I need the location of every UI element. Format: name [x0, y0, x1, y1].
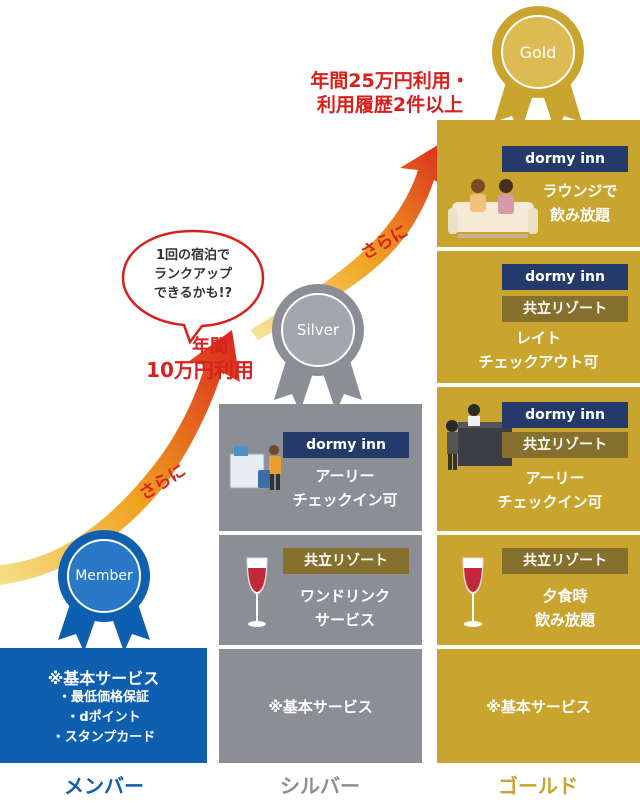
silver-footer-label: シルバー: [280, 774, 360, 798]
lounge-sofa-icon: [448, 179, 538, 238]
gold-dinner-text: 夕食時: [542, 587, 588, 605]
front-desk-icon: [229, 445, 281, 490]
speech-bubble: [121, 229, 265, 345]
separator: [437, 383, 640, 387]
dormy-inn-badge: dormy inn: [502, 146, 628, 172]
silver-medal-label: Silver: [296, 321, 340, 339]
separator: [219, 645, 422, 649]
gold-late-text: レイト: [515, 329, 561, 347]
kyoritsu-resort-badge: 共立リゾート: [502, 296, 628, 322]
wine-glass-icon: [246, 557, 268, 627]
bubble-text: できるかも!?: [153, 286, 233, 301]
bubble-text: 1回の宿泊で: [155, 248, 231, 263]
dormy-inn-badge: dormy inn: [283, 432, 409, 458]
gold-early-text: チェックイン可: [497, 493, 603, 511]
dormy-inn-badge: dormy inn: [502, 264, 628, 290]
gold-dinner-text: 飲み放題: [534, 611, 595, 629]
gold-basic-service: ※基本サービス: [486, 698, 591, 716]
member-medal-icon: [58, 530, 150, 652]
separator: [219, 531, 422, 535]
separator: [437, 247, 640, 251]
bubble-text: ランクアップ: [153, 267, 232, 282]
silver-basic-service: ※基本サービス: [268, 698, 373, 716]
silver-checkin-text: アーリー: [315, 467, 375, 485]
gold-early-text: アーリー: [525, 469, 585, 487]
gold-lounge-text: 飲み放題: [549, 206, 610, 224]
dormy-inn-badge: dormy inn: [502, 402, 628, 428]
gold-medal-label: Gold: [519, 43, 557, 62]
gold-lounge-text: ラウンジで: [542, 182, 618, 200]
gold-late-text: チェックアウト可: [478, 353, 599, 371]
silver-drink-text: ワンドリンク: [299, 587, 390, 605]
separator: [437, 531, 640, 535]
gold-condition: 利用履歴2件以上: [316, 94, 464, 116]
kyoritsu-resort-badge: 共立リゾート: [502, 548, 628, 574]
silver-checkin-text: チェックイン可: [292, 491, 398, 509]
gold-condition: 年間25万円利用・: [310, 70, 470, 92]
kyoritsu-resort-badge: 共立リゾート: [502, 432, 628, 458]
gold-footer-label: ゴールド: [498, 774, 578, 798]
silver-condition: 年間: [192, 336, 228, 357]
arrow-silver-to-gold: [250, 140, 452, 340]
member-benefit-title: ※基本サービス: [47, 669, 160, 688]
member-medal-label: Member: [75, 568, 133, 584]
wine-glass-icon: [462, 557, 484, 627]
silver-drink-text: サービス: [314, 611, 375, 629]
member-benefit-item: ・スタンプカード: [51, 730, 156, 745]
silver-medal-icon: [272, 284, 364, 412]
separator: [437, 645, 640, 649]
member-benefit-item: ・dポイント: [66, 710, 141, 725]
member-column: [0, 648, 207, 763]
member-footer-label: メンバー: [64, 774, 144, 798]
member-benefit-item: ・最低価格保証: [57, 690, 149, 705]
silver-condition: 10万円利用: [146, 358, 254, 382]
kyoritsu-resort-badge: 共立リゾート: [283, 548, 409, 574]
arrow-member-to-silver: [0, 330, 240, 585]
gold-medal-icon: [492, 6, 584, 134]
